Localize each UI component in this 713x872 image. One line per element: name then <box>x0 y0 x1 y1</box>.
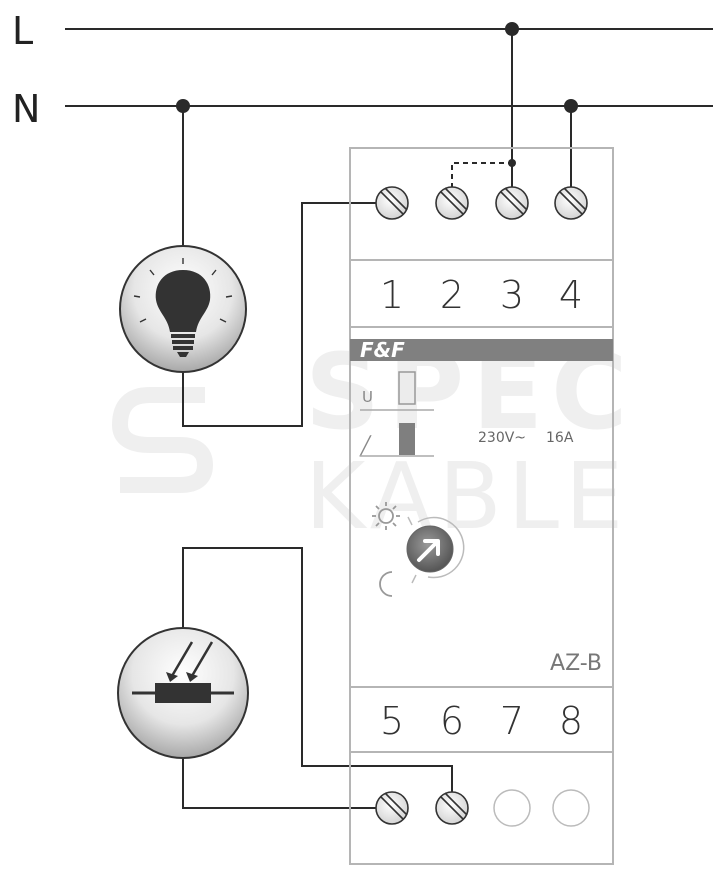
top-terminal-screws <box>375 186 588 220</box>
wire-lamp-to-terminal-1 <box>182 202 380 427</box>
rating-current: 16A <box>546 430 574 446</box>
watermark-line2: KABLE <box>305 443 629 550</box>
terminal-number-1: 1 <box>380 273 404 317</box>
terminal-screw-1 <box>375 186 409 220</box>
neutral-label: N <box>12 87 40 131</box>
terminal-empty-7 <box>493 789 531 827</box>
terminal-number-5: 5 <box>380 699 404 743</box>
terminal-number-2: 2 <box>440 273 464 317</box>
adjustment-knob-icon[interactable] <box>406 516 465 584</box>
relay-indicator <box>399 423 415 455</box>
moon-icon <box>379 571 393 597</box>
terminal-screw-5 <box>375 791 409 825</box>
rating-voltage: 230V~ <box>478 430 526 446</box>
indicator-u-label: U <box>362 388 373 406</box>
photoresistor-icon <box>117 627 249 759</box>
model-label: AZ-B <box>550 651 602 676</box>
wires <box>182 29 572 809</box>
terminal-screw-3 <box>495 186 529 220</box>
terminal-number-7: 7 <box>500 699 524 743</box>
wire-sensor-to-terminal-6 <box>182 547 453 796</box>
terminal-number-3: 3 <box>500 273 524 317</box>
wire-sensor-to-terminal-5 <box>182 758 380 809</box>
sun-icon <box>372 502 400 530</box>
terminal-screw-4 <box>554 186 588 220</box>
watermark-logo <box>112 387 214 493</box>
light-bulb-icon <box>119 245 247 373</box>
terminal-screw-6 <box>435 791 469 825</box>
supply-lines <box>65 28 713 107</box>
brand-bar <box>350 339 613 361</box>
bottom-terminal-screws <box>375 789 590 827</box>
terminal-number-6: 6 <box>440 699 464 743</box>
power-indicator <box>398 371 416 405</box>
line-label: L <box>12 9 33 53</box>
bridge-terminal-2-3 <box>451 162 512 188</box>
terminal-number-4: 4 <box>559 273 583 317</box>
relay-device: 1 2 3 4 F&F U ╱ 230V~ 16A <box>349 147 614 865</box>
terminal-screw-2 <box>435 186 469 220</box>
terminal-number-8: 8 <box>559 699 583 743</box>
indicator-relay-label: ╱ <box>359 435 372 457</box>
junction-dots <box>176 22 578 167</box>
terminal-empty-8 <box>552 789 590 827</box>
brand-logo: F&F <box>360 338 405 362</box>
